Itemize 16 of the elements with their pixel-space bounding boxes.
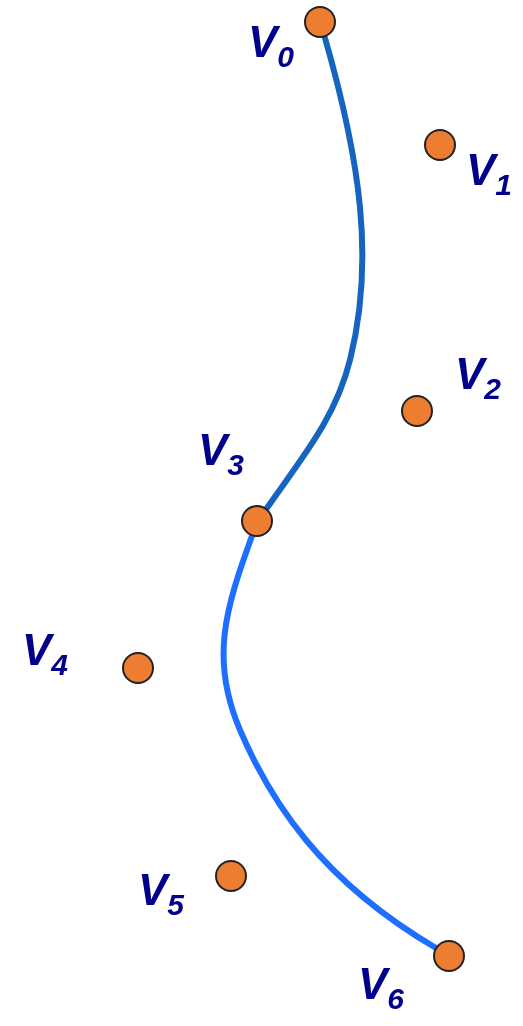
point-label: V$_{5}$ — [138, 868, 185, 920]
point-label: V$_{6}$ — [358, 962, 405, 1014]
control-point — [304, 6, 336, 38]
curve — [264, 35, 366, 511]
point-label: V$_{0}$ — [248, 20, 295, 72]
control-point — [401, 395, 433, 427]
control-point — [215, 860, 247, 892]
curve — [220, 533, 439, 951]
control-point — [424, 129, 456, 161]
point-label: V$_{2}$ — [455, 352, 502, 404]
point-label: V$_{3}$ — [198, 428, 245, 480]
point-label: V$_{1}$ — [466, 148, 513, 200]
point-label: V$_{4}$ — [22, 628, 69, 680]
control-point — [241, 505, 273, 537]
control-point — [433, 940, 465, 972]
control-point — [122, 652, 154, 684]
